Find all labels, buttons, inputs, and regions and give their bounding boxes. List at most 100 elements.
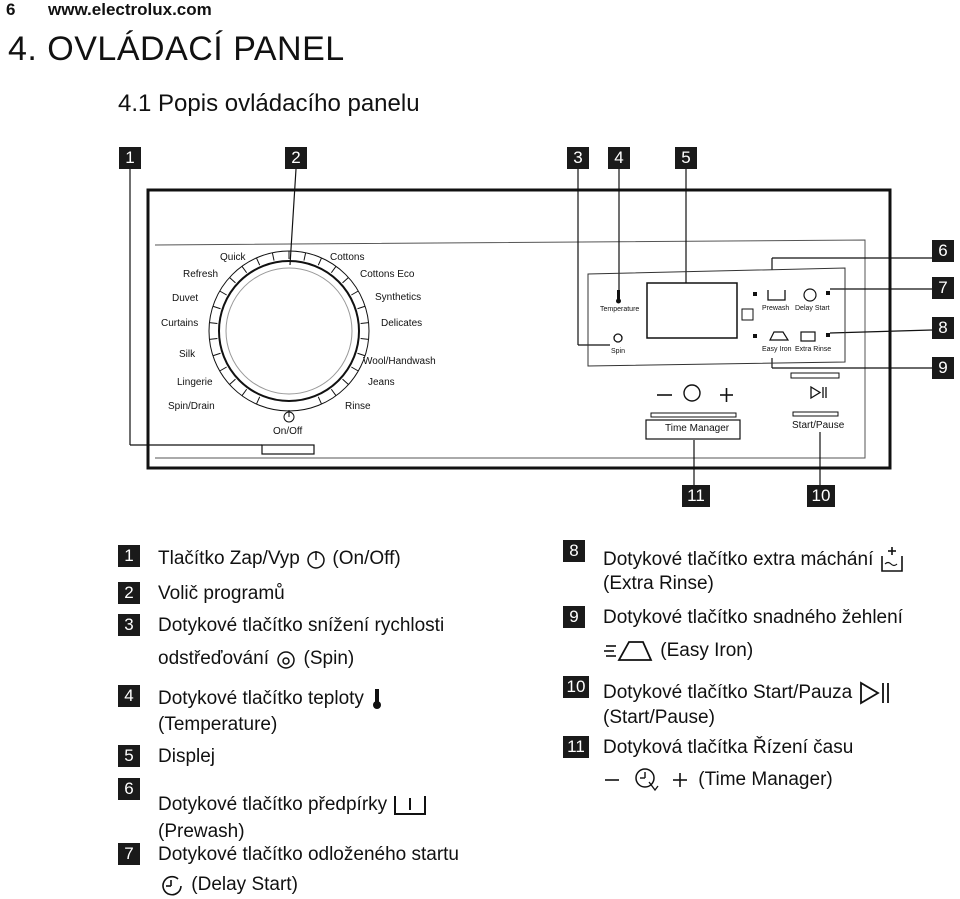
program-jeans: Jeans bbox=[368, 377, 395, 388]
dial-tick bbox=[357, 305, 366, 310]
legend-text-9b: (Easy Iron) bbox=[660, 640, 754, 662]
time-manager-label: Time Manager bbox=[665, 423, 730, 434]
legend-text-3b: odstřeďování bbox=[158, 648, 269, 669]
program-silk: Silk bbox=[179, 349, 196, 360]
callout-4: 4 bbox=[608, 147, 630, 169]
callout-7: 7 bbox=[932, 277, 954, 299]
page-number: 6 bbox=[6, 0, 16, 19]
dial-tick bbox=[212, 352, 221, 357]
dial-tick bbox=[256, 396, 261, 405]
temperature-label: Temperature bbox=[600, 306, 640, 313]
callout-1: 1 bbox=[119, 147, 141, 169]
legend-num-4: 4 bbox=[118, 685, 140, 707]
legend-num-3: 3 bbox=[118, 614, 140, 636]
legend-text-6a: Dotykové tlačítko předpírky bbox=[158, 794, 388, 816]
legend-num-11: 11 bbox=[563, 736, 589, 758]
legend-text-11b: (Time Manager) bbox=[698, 769, 833, 791]
dial-tick bbox=[241, 265, 248, 274]
easy-iron-icon bbox=[604, 641, 653, 661]
dial-tick bbox=[229, 277, 236, 284]
dial-tick bbox=[342, 277, 349, 284]
program-spin-drain: Spin/Drain bbox=[168, 401, 215, 412]
program-refresh: Refresh bbox=[183, 269, 219, 280]
program-rinse: Rinse bbox=[345, 401, 371, 412]
legend-text-4b: (Temperature) bbox=[158, 714, 278, 735]
dial-tick bbox=[317, 396, 322, 405]
time-manager-icon bbox=[605, 768, 687, 792]
program-synthetics: Synthetics bbox=[375, 292, 422, 303]
legend-text-10b: (Start/Pause) bbox=[603, 707, 715, 728]
callout-2: 2 bbox=[285, 147, 307, 169]
dial-tick bbox=[303, 252, 307, 261]
legend-num-6: 6 bbox=[118, 778, 140, 800]
legend-num-7: 7 bbox=[118, 843, 140, 865]
dial-tick bbox=[229, 378, 236, 385]
dial-tick bbox=[351, 366, 359, 372]
legend-text-8a: Dotykové tlačítko extra máchání bbox=[603, 549, 874, 571]
legend-num-10: 10 bbox=[563, 676, 589, 698]
legend-right: 8 Dotykové tlačítko extra máchání (Extra… bbox=[563, 540, 960, 800]
legend-text-3a: Dotykové tlačítko snížení rychlosti bbox=[158, 615, 445, 636]
spin-icon bbox=[277, 651, 295, 669]
thermometer-icon bbox=[373, 689, 382, 709]
program-duvet: Duvet bbox=[172, 293, 199, 304]
dial-segments bbox=[208, 250, 370, 412]
dial-tick bbox=[360, 322, 369, 324]
legend-text-10a: Dotykové tlačítko Start/Pauza bbox=[603, 682, 853, 704]
dial-tick bbox=[212, 305, 221, 310]
legend-text-11a: Dotyková tlačítka Řízení času bbox=[603, 737, 854, 758]
program-curtains: Curtains bbox=[161, 318, 199, 329]
extra-rinse-icon bbox=[880, 547, 903, 572]
legend-text-7b: (Delay Start) bbox=[191, 874, 298, 896]
legend-num-9: 9 bbox=[563, 606, 585, 628]
dial-tick bbox=[317, 257, 322, 266]
legend-text-2: Volič programů bbox=[158, 583, 285, 604]
dial-tick bbox=[219, 290, 227, 296]
prewash-label: Prewash bbox=[762, 305, 790, 312]
spin-label: Spin bbox=[611, 348, 626, 355]
legend-text-7a: Dotykové tlačítko odloženého startu bbox=[158, 844, 460, 865]
legend-text-5: Displej bbox=[158, 746, 216, 767]
dial-tick bbox=[256, 257, 261, 266]
subsection-title: 4.1 Popis ovládacího panelu bbox=[118, 90, 420, 117]
callout-10: 10 bbox=[807, 485, 835, 507]
dial-tick bbox=[271, 252, 275, 261]
legend-text-9a: Dotykové tlačítko snadného žehlení bbox=[603, 607, 903, 628]
easy-iron-label: Easy Iron bbox=[762, 346, 792, 353]
power-icon bbox=[307, 550, 325, 569]
program-cottons-eco: Cottons Eco bbox=[360, 269, 415, 280]
program-cottons: Cottons bbox=[330, 252, 365, 263]
callout-8: 8 bbox=[932, 317, 954, 339]
delay-start-label: Delay Start bbox=[795, 305, 830, 312]
legend-num-1: 1 bbox=[118, 545, 140, 567]
dial-tick bbox=[342, 378, 349, 385]
program-delicates: Delicates bbox=[381, 318, 423, 329]
dial-tick bbox=[209, 338, 218, 340]
dial-tick bbox=[219, 366, 227, 372]
legend-text-3c: (Spin) bbox=[303, 648, 355, 669]
section-title: 4. OVLÁDACÍ PANEL bbox=[8, 30, 345, 68]
dial-tick bbox=[360, 338, 369, 340]
delay-start-icon bbox=[162, 875, 182, 896]
dial-tick bbox=[330, 388, 337, 397]
legend-text-4a: Dotykové tlačítko teploty bbox=[158, 688, 364, 710]
header-url: www.electrolux.com bbox=[48, 0, 212, 19]
legend-num-5: 5 bbox=[118, 745, 140, 767]
dial-outer-ring bbox=[208, 250, 370, 412]
dial-tick bbox=[357, 352, 366, 357]
callout-3: 3 bbox=[567, 147, 589, 169]
prewash-icon bbox=[394, 796, 427, 815]
legend-text-1b: (On/Off) bbox=[332, 548, 401, 569]
callout-11: 11 bbox=[682, 485, 710, 507]
dial-tick bbox=[241, 388, 248, 397]
dial-tick bbox=[351, 290, 359, 296]
on-off-label: On/Off bbox=[273, 426, 303, 437]
legend-text-8b: (Extra Rinse) bbox=[603, 573, 714, 594]
legend-num-8: 8 bbox=[563, 540, 585, 562]
legend-text-1a: Tlačítko Zap/Vyp bbox=[158, 548, 300, 569]
start-pause-label: Start/Pause bbox=[792, 420, 845, 431]
start-pause-icon bbox=[859, 681, 889, 705]
dial-tick bbox=[330, 265, 337, 274]
program-wool: Wool/Handwash bbox=[363, 356, 436, 367]
callout-6: 6 bbox=[932, 240, 954, 262]
